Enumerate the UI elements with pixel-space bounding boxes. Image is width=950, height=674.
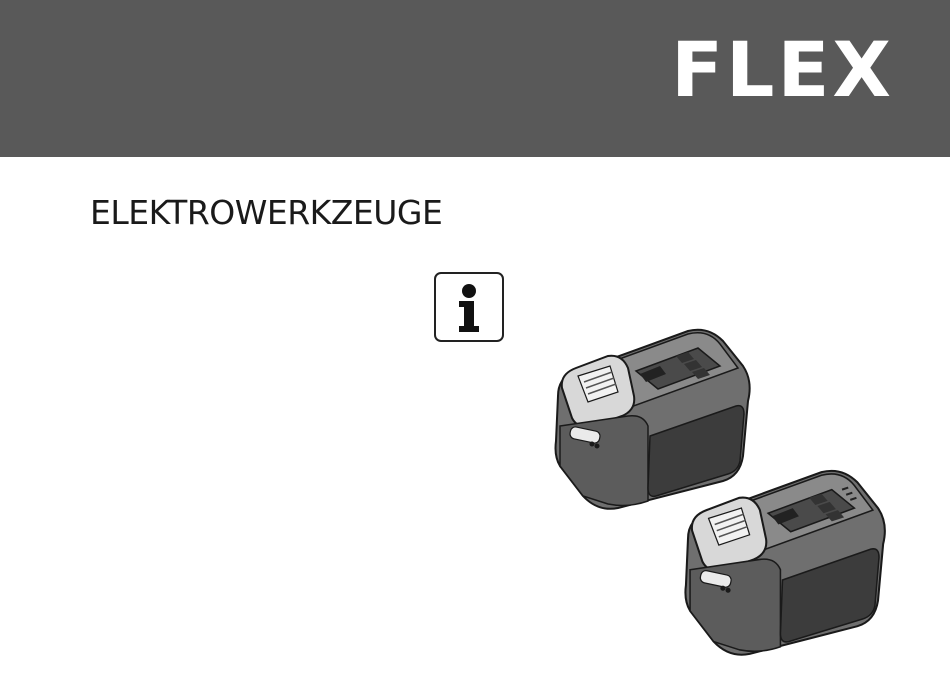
header-band: FLEX bbox=[0, 0, 950, 157]
document-category-title: ELEKTROWERKZEUGE bbox=[90, 193, 442, 233]
info-icon bbox=[434, 272, 504, 342]
brand-logo: FLEX bbox=[671, 30, 894, 110]
battery-pack-image bbox=[668, 467, 898, 657]
